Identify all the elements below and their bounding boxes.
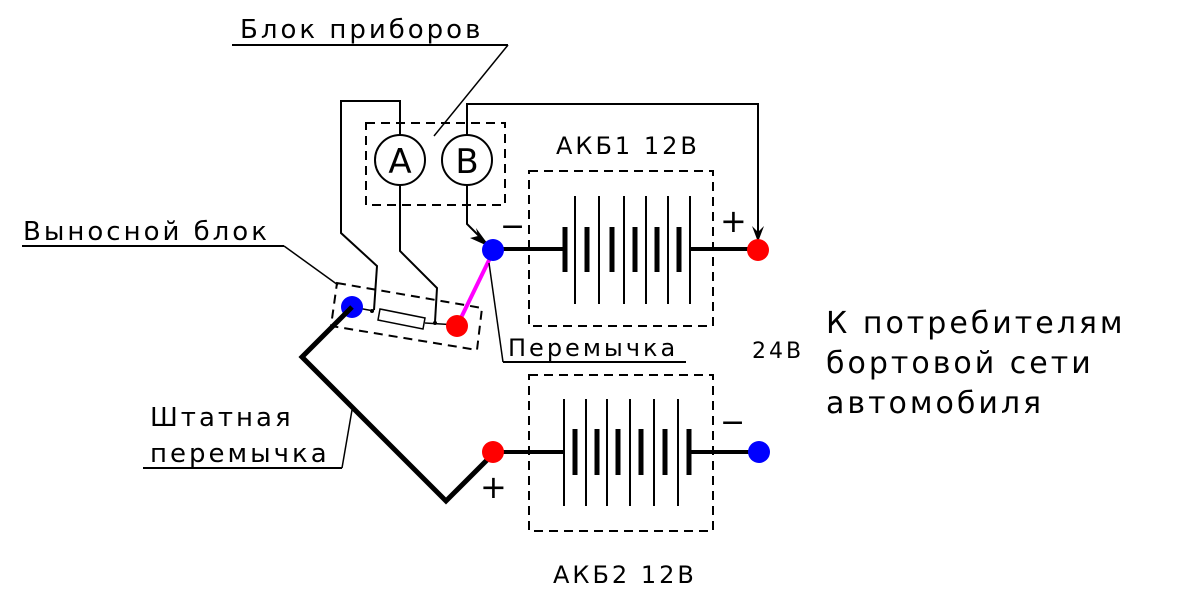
shunt-junction xyxy=(370,309,374,313)
instrument-block-text: Блок приборов xyxy=(240,15,483,45)
consumers-text-line1: К потребителям xyxy=(826,306,1126,341)
arrow-icon xyxy=(752,226,764,242)
battery2-negative-sign: − xyxy=(720,405,745,440)
voltmeter-wire-negative xyxy=(466,185,489,246)
ammeter: A xyxy=(374,134,426,186)
consumers-text-line2: бортовой сети xyxy=(826,346,1094,381)
standard-jumper-text-line2: перемычка xyxy=(150,439,330,469)
instrument-block-box xyxy=(365,122,506,206)
standard-jumper-text-line1: Штатная xyxy=(150,403,294,433)
battery2-symbol xyxy=(495,399,755,506)
shunt-junction xyxy=(433,321,437,325)
standard-jumper-wire xyxy=(298,305,495,505)
total-voltage-label: 24В xyxy=(752,339,804,364)
battery1-symbol xyxy=(500,196,755,304)
arrow-icon xyxy=(470,228,490,247)
standard-jumper-leader xyxy=(341,409,353,469)
battery1-positive-terminal xyxy=(747,239,769,261)
jumper-leader xyxy=(488,262,504,363)
battery2-positive-terminal xyxy=(482,441,504,463)
battery1-negative-terminal xyxy=(482,239,504,261)
voltmeter: B xyxy=(441,134,493,186)
remote-block-leader xyxy=(283,245,339,286)
ammeter-symbol: A xyxy=(388,142,411,182)
battery1-positive-sign: + xyxy=(720,202,747,240)
battery2-positive-sign: + xyxy=(480,468,507,506)
jumper-text: Перемычка xyxy=(508,334,678,362)
ammeter-wire-top xyxy=(340,100,401,311)
instrument-block-leader xyxy=(433,44,509,137)
remote-block-positive-terminal xyxy=(446,315,468,337)
voltmeter-wire-positive xyxy=(466,103,759,240)
jumper-wire xyxy=(456,251,495,325)
voltmeter-symbol: B xyxy=(455,142,478,182)
shunt-resistor xyxy=(377,308,426,330)
remote-block-text: Выносной блок xyxy=(23,217,270,247)
battery1-negative-sign: − xyxy=(500,209,525,244)
battery1-label: АКБ1 12В xyxy=(556,132,700,160)
remote-block-box xyxy=(329,281,484,352)
instrument-block-label: Блок приборов xyxy=(232,15,509,137)
battery2-negative-terminal xyxy=(748,441,770,463)
ammeter-wire-bottom xyxy=(399,185,439,323)
battery2-label: АКБ2 12В xyxy=(553,561,697,589)
consumers-text-line3: автомобиля xyxy=(826,386,1044,421)
